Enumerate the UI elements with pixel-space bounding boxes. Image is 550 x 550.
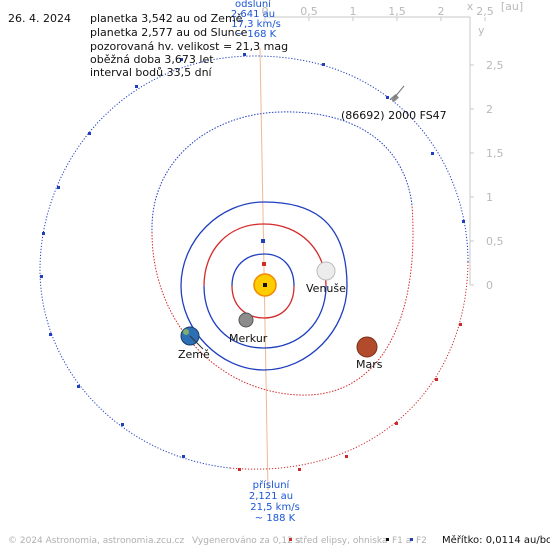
earth-orbit-lower [180,285,348,371]
aphelion-distance: 2,641 au [231,9,275,20]
mars-label: Mars [356,358,383,371]
legend-center-marker [289,538,292,541]
x-tick-label: 1,5 [388,5,406,18]
earth-orbit-upper [180,201,348,287]
venus-orbit-upper [203,223,327,287]
legend-f2-marker [410,538,413,541]
axis-unit: [au] [501,0,523,13]
aphelion-info: odsluní 2,641 au 17,3 km/s ~ 168 K [231,0,281,40]
info-orbital-period: oběžná doba 3,673 let [90,53,214,66]
mars-orbit-lower [151,204,414,396]
focus-f2-marker [261,239,265,243]
mercury-orbit-upper [231,253,295,287]
earth-label: Země [178,348,210,361]
footer: © 2024 Astronomia, astronomia.zcu.cz Vyg… [8,534,550,546]
y-axis-label: y [478,24,485,37]
mercury-icon [238,312,254,328]
asteroid-position-dots-south [238,323,462,471]
date-label: 26. 4. 2024 [8,12,71,25]
footer-f1: F1 a [392,536,411,546]
info-distance-earth: planetka 3,542 au od Země [90,12,243,25]
y-tick-label: 0 [486,279,493,292]
x-tick-label: 1 [350,5,357,18]
perihelion-distance: 2,121 au [249,491,293,502]
info-point-interval: interval bodů 33,5 dní [90,66,213,79]
axes: 0 0,5 1 1,5 2 2,5 x [au] y 2,5 2 1,5 1 0… [262,0,524,292]
ellipse-center-marker [262,262,266,266]
asteroid-orbit-below-ecliptic [229,261,469,470]
aphelion-temperature: ~ 168 K [236,29,277,40]
venus-label: Venuše [306,282,346,295]
x-tick-label: 0,5 [300,5,318,18]
footer-copyright: © 2024 Astronomia, astronomia.zcu.cz [8,536,185,546]
perihelion-info: přísluní 2,121 au 21,5 km/s ~ 188 K [249,479,300,524]
earth-land-mark [183,329,189,335]
venus-icon [316,261,336,281]
y-tick-label: 2 [486,103,493,116]
x-axis-ticks [264,17,486,21]
y-axis-ticks [470,64,474,286]
y-tick-label: 1 [486,191,493,204]
perihelion-title: přísluní [253,479,291,491]
mercury-label: Merkur [229,332,268,345]
asteroid-position-dots [40,53,465,458]
venus-orbit-lower [203,285,327,349]
mars-orbit-upper [151,111,413,233]
perihelion-temperature: ~ 188 K [255,513,296,524]
aphelion-title: odsluní [235,0,272,10]
earth-pointer-line [189,335,204,350]
footer-generated: Vygenerováno za 0,12 s [192,536,301,546]
x-tick-label: 2 [438,5,445,18]
aphelion-speed: 17,3 km/s [231,19,281,30]
apsis-line [259,47,269,491]
focus-f1-marker [263,283,267,287]
y-tick-label: 2,5 [486,59,504,72]
legend-f1-marker [386,538,389,541]
asteroid-label: (86692) 2000 FS47 [341,109,447,122]
x-tick-label: 2,5 [476,5,494,18]
x-tick-label: 0 [262,5,269,18]
mercury-orbit-lower [231,285,295,319]
info-magnitude: pozorovaná hv. velikost = 21,3 mag [90,40,288,53]
footer-f2: F2 [416,536,427,546]
footer-legend-center: střed elipsy, ohniska [295,536,388,546]
x-axis-label: x [467,0,474,13]
info-distance-sun: planetka 2,577 au od Slunce [90,26,248,39]
perihelion-speed: 21,5 km/s [250,502,300,513]
y-tick-label: 1,5 [486,147,504,160]
asteroid-marker [390,85,405,103]
y-tick-label: 0,5 [486,235,504,248]
mars-icon [356,336,378,358]
footer-scale: Měřítko: 0,0114 au/bod [442,534,550,546]
